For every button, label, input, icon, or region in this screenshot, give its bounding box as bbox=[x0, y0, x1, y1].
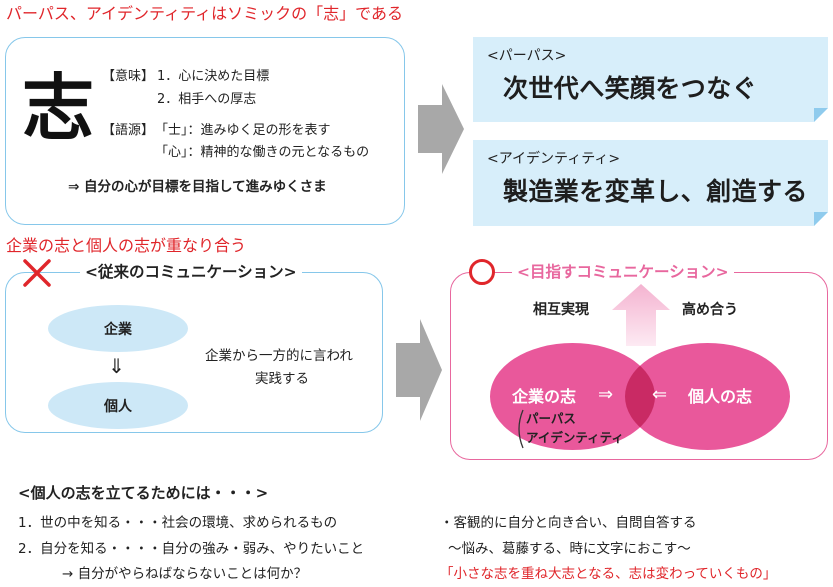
purpose-label: <パーパス> bbox=[487, 48, 567, 64]
goal-note: 〜悩み、葛藤する、時に文字におこす〜 bbox=[448, 541, 691, 557]
mutual-realization-label: 相互実現 bbox=[533, 302, 589, 318]
page-title: パーパス、アイデンティティはソミックの「志」である bbox=[6, 4, 403, 23]
company-circle bbox=[490, 343, 655, 450]
arrow-right-icon bbox=[396, 319, 442, 421]
goal-quote: 「小さな志を重ね大志となる、志は変わっていくもの」 bbox=[440, 566, 777, 582]
bracket bbox=[518, 409, 524, 449]
traditional-title: <従来のコミュニケーション> bbox=[80, 263, 302, 281]
individual-aspiration: 個人の志 bbox=[688, 387, 753, 406]
meaning-label: 【意味】 bbox=[102, 69, 155, 84]
down-arrow: ⇓ bbox=[108, 354, 125, 378]
meaning-item: 1．心に決めた目標 bbox=[157, 69, 270, 84]
individual-circle bbox=[625, 343, 790, 450]
mutual-growth-label: 高め合う bbox=[682, 302, 738, 318]
traditional-desc: 実践する bbox=[255, 371, 309, 387]
goal-step: 2．自分を知る・・・・自分の強み・弱み、やりたいこと bbox=[18, 541, 365, 557]
overlap-circles bbox=[490, 343, 790, 450]
meaning-item: 2．相手への厚志 bbox=[157, 92, 257, 107]
company-note: パーパス bbox=[526, 411, 576, 426]
purpose-box bbox=[473, 37, 828, 122]
kokorozashi-summary: ⇒ 自分の心が目標を目指して進みゆくさま bbox=[68, 179, 327, 195]
traditional-desc: 企業から一方的に言われ bbox=[205, 348, 353, 364]
origin-item: 「士」：進みゆく足の形を表す bbox=[155, 123, 331, 138]
origin-label: 【語源】 bbox=[102, 123, 155, 138]
identity-text: 製造業を変革し、創造する bbox=[503, 177, 808, 206]
right-arrow: ⇒ bbox=[598, 384, 614, 405]
left-arrow: ⇐ bbox=[652, 384, 668, 405]
company-ellipse: 企業 bbox=[48, 305, 188, 352]
arrow-up-icon bbox=[612, 284, 670, 346]
origin-item: 「心」：精神的な働きの元となるもの bbox=[155, 145, 370, 160]
individual-ellipse: 個人 bbox=[48, 382, 188, 429]
section-title: 企業の志と個人の志が重なり合う bbox=[6, 236, 247, 255]
purpose-text: 次世代へ笑顔をつなぐ bbox=[503, 74, 758, 103]
identity-box bbox=[473, 140, 828, 226]
arrow-right-icon bbox=[418, 84, 464, 174]
company-aspiration: 企業の志 bbox=[512, 387, 577, 406]
company-note: アイデンティティ bbox=[526, 430, 624, 445]
identity-label: <アイデンティティ> bbox=[487, 151, 621, 167]
goal-note: ・客観的に自分と向き合い、自問自答する bbox=[440, 515, 697, 531]
kokorozashi-kanji: 志 bbox=[22, 65, 95, 150]
kokorozashi-panel bbox=[5, 37, 405, 225]
target-title: <目指すコミュニケーション> bbox=[512, 263, 734, 281]
circle-mark-icon bbox=[469, 259, 495, 285]
individual-goal-title: <個人の志を立てるためには・・・> bbox=[18, 484, 269, 502]
cross-mark-icon bbox=[23, 259, 51, 287]
goal-step: 1．世の中を知る・・・社会の環境、求められるもの bbox=[18, 515, 338, 531]
goal-conclusion: → 自分がやらねばならないことは何か？ bbox=[62, 566, 308, 582]
